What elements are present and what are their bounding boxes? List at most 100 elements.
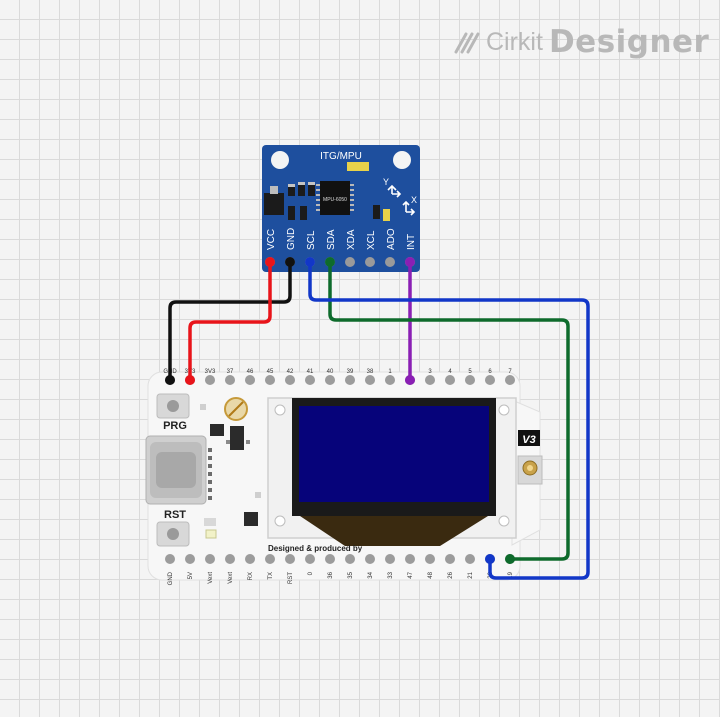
mpu-pin-xcl[interactable] <box>365 257 375 267</box>
mpu-pin-label-int: INT <box>406 234 417 250</box>
header-pin-bottom-3[interactable] <box>225 554 235 564</box>
wire-gnd[interactable] <box>168 260 292 380</box>
header-pin-top-14[interactable] <box>445 375 455 385</box>
header-pin-bottom-11[interactable] <box>385 554 395 564</box>
header-pin-bottom-0[interactable] <box>165 554 175 564</box>
mpu-pin-label-vcc: VCC <box>266 229 277 250</box>
header-pin-top-10[interactable] <box>365 375 375 385</box>
header-pin-label: Vext <box>228 572 234 584</box>
header-pin-top-17[interactable] <box>505 375 515 385</box>
mpu-pin-label-ado: ADO <box>386 228 397 250</box>
mpu-pin-label-sda: SDA <box>326 229 337 250</box>
header-pin-top-16[interactable] <box>485 375 495 385</box>
wire-vcc[interactable] <box>188 260 272 380</box>
mounting-hole <box>271 151 289 169</box>
header-pin-top-8[interactable] <box>325 375 335 385</box>
prg-label: PRG <box>163 420 187 432</box>
header-pin-bottom-8[interactable] <box>325 554 335 564</box>
crystal-component <box>224 397 248 421</box>
oled-ribbon-cable <box>300 516 488 546</box>
voltage-regulator <box>264 193 284 215</box>
axis-x-label: X <box>411 195 417 205</box>
logo-product: Designer <box>548 24 710 60</box>
mpu-pin-label-scl: SCL <box>306 230 317 250</box>
wire-endpoints <box>165 257 515 564</box>
pencil-stripes-icon <box>454 32 480 54</box>
header-pin-label: 33 <box>388 571 394 578</box>
prg-button[interactable] <box>156 393 190 419</box>
header-pin-top-13[interactable] <box>425 375 435 385</box>
header-pin-bottom-5[interactable] <box>265 554 275 564</box>
header-pin-label: 3 <box>428 369 432 375</box>
header-pin-bottom-9[interactable] <box>345 554 355 564</box>
cirkit-designer-logo: Cirkit Designer <box>452 24 709 60</box>
rst-label: RST <box>164 509 186 521</box>
version-badge <box>518 430 540 446</box>
header-pin-bottom-4[interactable] <box>245 554 255 564</box>
header-pin-label: 7 <box>508 369 512 375</box>
mpu-pin-ado[interactable] <box>385 257 395 267</box>
header-pin-bottom-1[interactable] <box>185 554 195 564</box>
header-pin-top-4[interactable] <box>245 375 255 385</box>
header-pin-top-2[interactable] <box>205 375 215 385</box>
rst-button[interactable] <box>156 521 190 547</box>
header-pin-bottom-10[interactable] <box>365 554 375 564</box>
header-pin-top-11[interactable] <box>385 375 395 385</box>
header-pin-label: 35 <box>348 571 354 578</box>
header-pin-label: 5V <box>188 572 194 579</box>
crystal <box>347 162 369 171</box>
mpu-title: ITG/MPU <box>320 151 362 162</box>
mpu6050-module[interactable]: ITG/MPU <box>262 145 420 272</box>
header-pin-label: GND <box>168 571 174 585</box>
header-pin-label: 3V3 <box>205 369 216 375</box>
header-pin-top-3[interactable] <box>225 375 235 385</box>
header-pin-bottom-12[interactable] <box>405 554 415 564</box>
wire-scl[interactable] <box>308 260 590 580</box>
smd-chip <box>244 512 258 526</box>
header-pin-top-15[interactable] <box>465 375 475 385</box>
header-pin-bottom-15[interactable] <box>465 554 475 564</box>
usb-side-components <box>208 448 212 500</box>
header-pin-top-6[interactable] <box>285 375 295 385</box>
wires <box>168 260 590 580</box>
usb-c-connector[interactable] <box>145 435 207 505</box>
header-pin-label: 40 <box>327 369 334 375</box>
chip-marking: MPU-6050 <box>323 197 347 203</box>
header-pin-bottom-13[interactable] <box>425 554 435 564</box>
smd-chip <box>230 426 244 450</box>
header-pin-label: 0 <box>308 571 314 575</box>
header-pin-label: 1 <box>388 369 392 375</box>
header-pin-top-7[interactable] <box>305 375 315 385</box>
header-pin-label: 47 <box>408 571 414 578</box>
header-pin-label: 4 <box>448 369 452 375</box>
mpu-pin-xda[interactable] <box>345 257 355 267</box>
header-pin-label: 34 <box>368 571 374 578</box>
board-credit: Designed & produced by <box>268 544 363 553</box>
header-pin-label: Vext <box>208 572 214 584</box>
header-pin-top-9[interactable] <box>345 375 355 385</box>
wire-sda[interactable] <box>328 260 570 561</box>
axis-y-label: Y <box>383 177 389 187</box>
header-pin-bottom-6[interactable] <box>285 554 295 564</box>
header-pin-label: 36 <box>328 571 334 578</box>
header-pin-label: 46 <box>247 369 254 375</box>
header-pin-label: 48 <box>428 571 434 578</box>
header-pin-label: RST <box>288 572 294 584</box>
mpu-pin-label-gnd: GND <box>286 228 297 250</box>
oled-display <box>267 397 517 546</box>
axis-arrows-icon <box>387 184 416 216</box>
logo-brand: Cirkit <box>486 27 543 56</box>
header-pin-label: 6 <box>488 369 492 375</box>
header-pin-bottom-2[interactable] <box>205 554 215 564</box>
header-pin-label: 26 <box>448 571 454 578</box>
header-pin-label: 45 <box>267 369 274 375</box>
header-pin-bottom-7[interactable] <box>305 554 315 564</box>
header-pin-label: 5 <box>468 369 472 375</box>
mpu-pin-label-xcl: XCL <box>366 230 377 250</box>
header-pin-bottom-14[interactable] <box>445 554 455 564</box>
header-pin-top-5[interactable] <box>265 375 275 385</box>
header-pin-label: RX <box>248 572 254 580</box>
antenna-connector[interactable] <box>517 455 543 485</box>
